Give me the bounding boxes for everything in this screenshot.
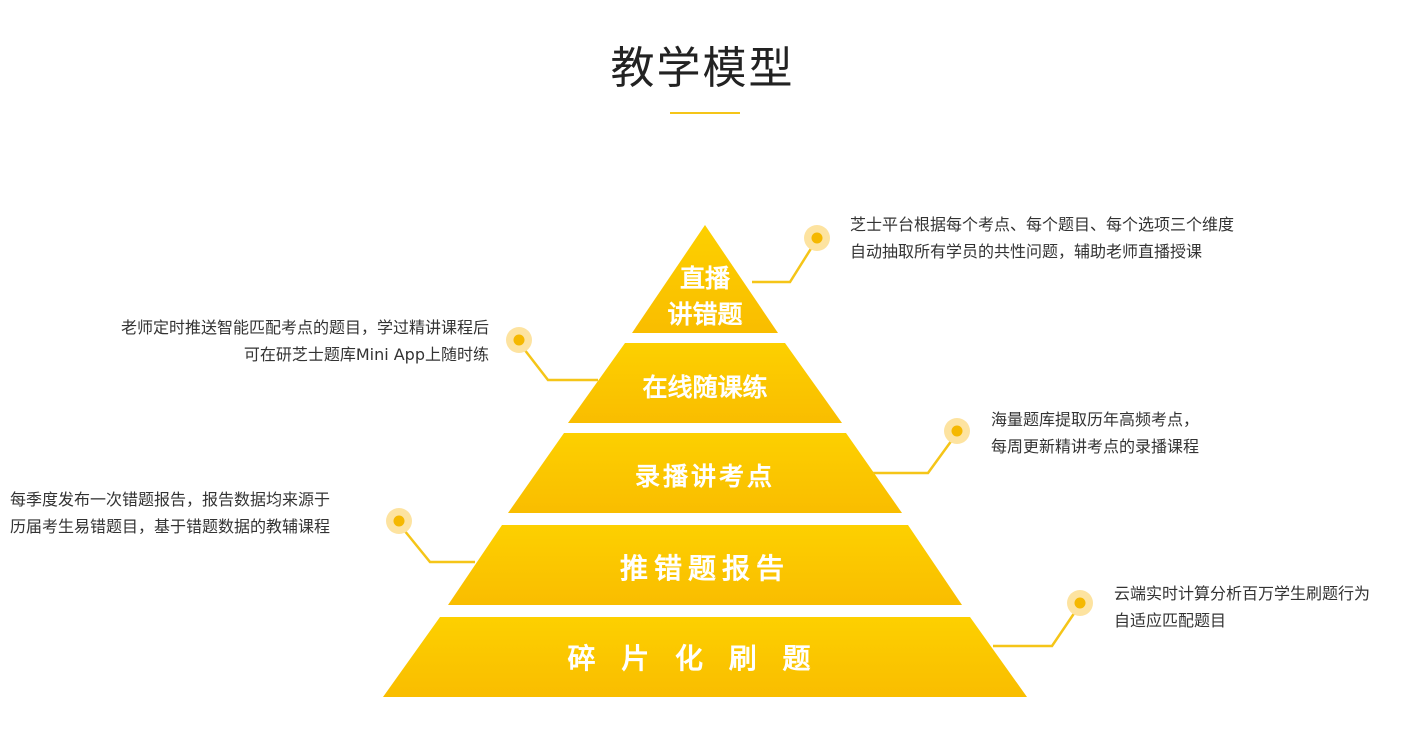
description-3-line1: 海量题库提取历年高频考点， [991, 410, 1200, 429]
layer-2-label: 在线随课练 [642, 373, 767, 402]
pyramid-layer-2 [568, 343, 842, 423]
description-1-line1: 芝士平台根据每个考点、每个题目、每个选项三个维度 [850, 215, 1235, 234]
description-2: 老师定时推送智能匹配考点的题目，学过精讲课程后 可在研芝士题库Mini App上… [121, 314, 489, 368]
description-3-line2: 每周更新精讲考点的录播课程 [991, 437, 1200, 456]
layer-1-label-line1: 直播 [680, 264, 731, 293]
description-4-line2: 历届考生易错题目，基于错题数据的教辅课程 [10, 517, 331, 536]
connector-line-4 [403, 529, 475, 564]
pyramid-layer-4 [448, 525, 962, 605]
description-5-line1: 云端实时计算分析百万学生刷题行为 [1114, 584, 1371, 603]
dot-icon [951, 425, 963, 437]
layer-1-label-line2: 讲错题 [667, 300, 742, 329]
dot-icon [393, 515, 405, 527]
description-5-line2: 自适应匹配题目 [1114, 611, 1227, 630]
description-4: 每季度发布一次错题报告，报告数据均来源于 历届考生易错题目，基于错题数据的教辅课… [10, 486, 330, 540]
layer-4-label: 推错题报告 [620, 552, 790, 585]
connector-line-1 [752, 246, 814, 284]
dot-icon [1074, 597, 1086, 609]
page-title: 教学模型 [610, 43, 795, 94]
layer-3-label: 录播讲考点 [635, 462, 775, 491]
description-1: 芝士平台根据每个考点、每个题目、每个选项三个维度 自动抽取所有学员的共性问题，辅… [850, 211, 1234, 265]
description-2-line2: 可在研芝士题库Mini App上随时练 [243, 345, 489, 364]
title-underline [670, 112, 740, 114]
pyramid-layer-5 [383, 617, 1027, 697]
layer-5-label: 碎 片 化 刷 题 [568, 642, 819, 675]
description-4-line1: 每季度发布一次错题报告，报告数据均来源于 [10, 490, 331, 509]
dot-icon [513, 334, 525, 346]
pyramid-layer-3 [508, 433, 902, 513]
description-2-line1: 老师定时推送智能匹配考点的题目，学过精讲课程后 [120, 318, 489, 337]
pyramid-layer-1 [632, 225, 778, 333]
description-1-line2: 自动抽取所有学员的共性问题，辅助老师直播授课 [850, 242, 1203, 261]
connector-line-5 [993, 611, 1077, 648]
description-5: 云端实时计算分析百万学生刷题行为 自适应匹配题目 [1114, 580, 1370, 634]
description-3: 海量题库提取历年高频考点， 每周更新精讲考点的录播课程 [991, 406, 1199, 460]
dot-icon [811, 232, 823, 244]
connector-line-2 [523, 348, 598, 382]
connector-line-3 [873, 439, 954, 475]
